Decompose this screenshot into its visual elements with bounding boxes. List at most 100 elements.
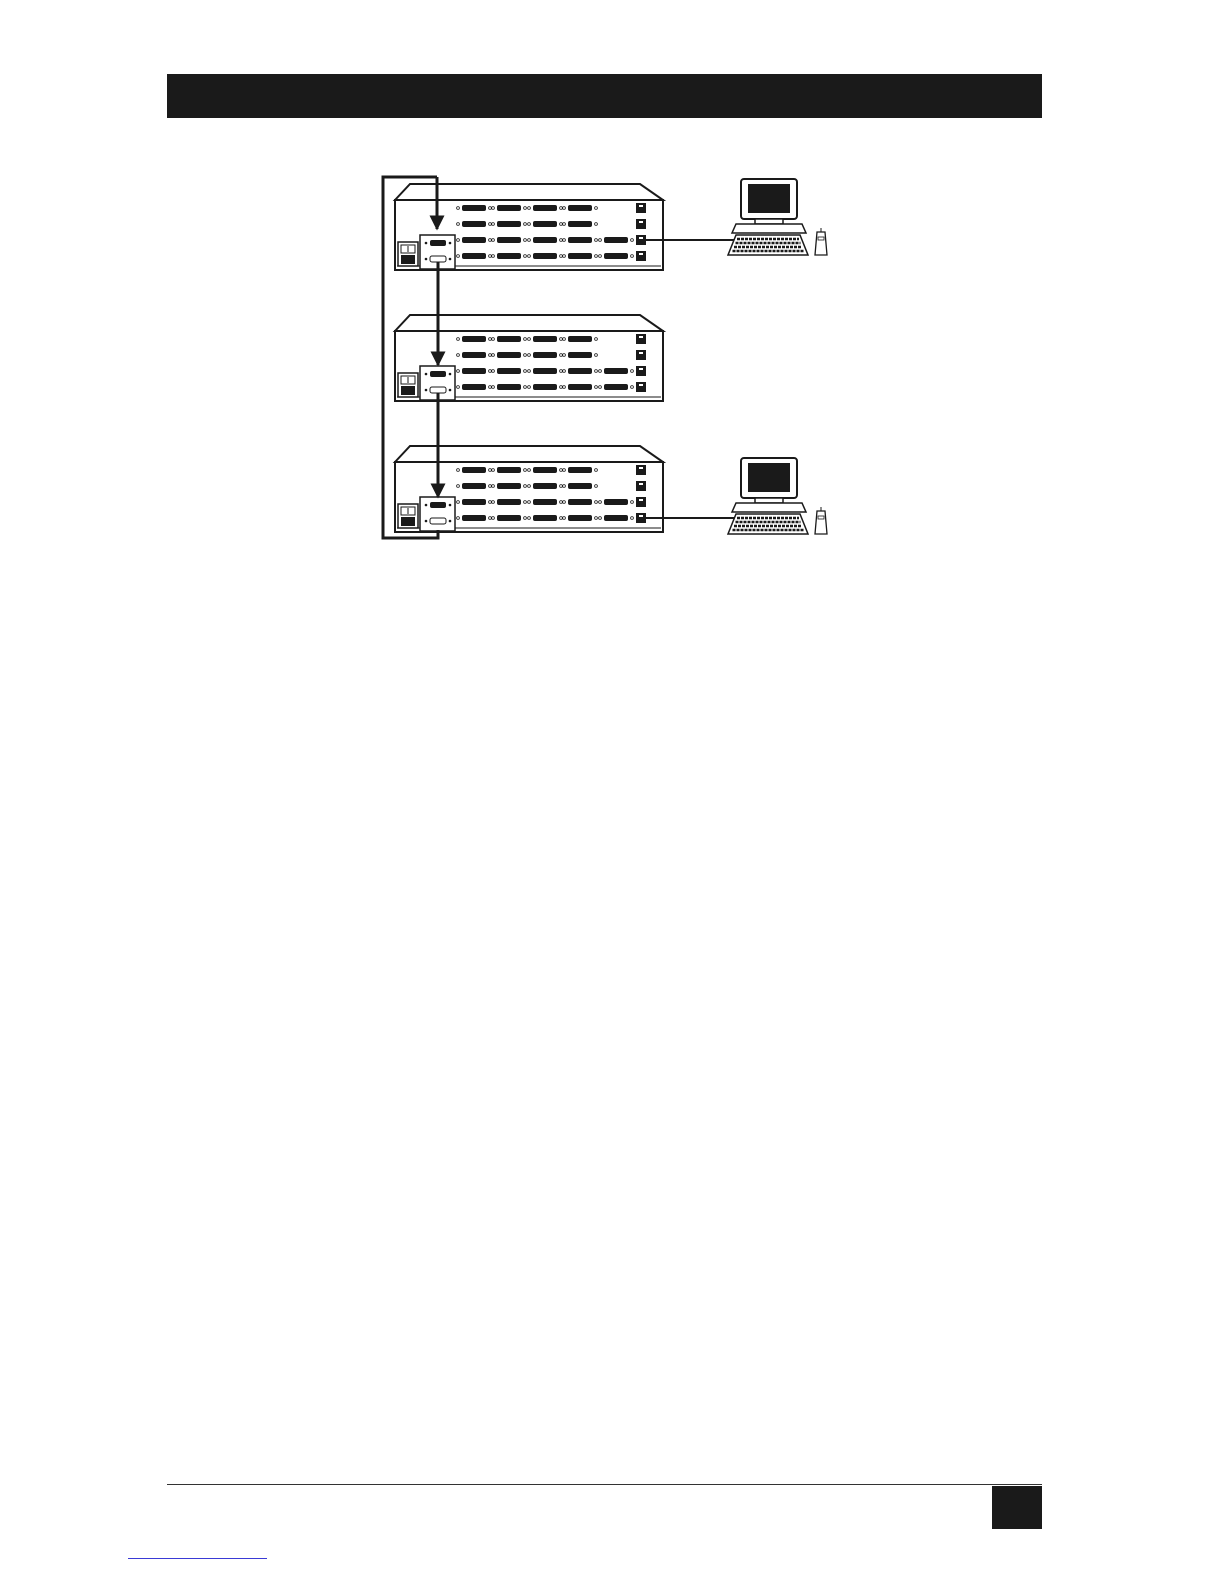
- db-connector-icon: [533, 336, 557, 342]
- db-connector-icon: [462, 336, 486, 342]
- db-connector-icon: [497, 368, 521, 374]
- rj-port-latch: [639, 352, 643, 354]
- db-connector-icon: [604, 499, 628, 505]
- mouse-icon: [815, 228, 827, 255]
- power-inlet-icon: [398, 504, 418, 528]
- screw-dot: [425, 389, 428, 392]
- db-connector-icon: [497, 384, 521, 390]
- db-connector-icon: [462, 483, 486, 489]
- screw-dot: [449, 504, 452, 507]
- switch-top: [395, 184, 663, 270]
- db-connector-icon: [568, 237, 592, 243]
- db-connector-icon: [497, 221, 521, 227]
- rj-port-icon: [636, 513, 646, 523]
- db-connector-icon: [462, 352, 486, 358]
- db-connector-icon: [462, 237, 486, 243]
- screw-dot: [449, 373, 452, 376]
- rj-port-icon: [636, 251, 646, 261]
- screw-dot: [449, 389, 452, 392]
- db-connector-icon: [568, 384, 592, 390]
- db-connector-icon: [462, 467, 486, 473]
- rj-port-icon: [636, 465, 646, 475]
- db-connector-icon: [533, 253, 557, 259]
- db-connector-icon: [497, 352, 521, 358]
- db-connector-icon: [568, 336, 592, 342]
- rj-port-latch: [639, 205, 643, 207]
- rj-port-latch: [639, 499, 643, 501]
- rj-port-icon: [636, 350, 646, 360]
- db-connector-icon: [497, 237, 521, 243]
- db-connector-icon: [533, 205, 557, 211]
- screw-dot: [449, 520, 452, 523]
- rj-port-latch: [639, 515, 643, 517]
- db-connector-icon: [462, 515, 486, 521]
- db-connector-icon: [462, 205, 486, 211]
- chassis-top-icon: [395, 315, 663, 331]
- cascade-in-connector-icon: [430, 240, 446, 246]
- db-connector-icon: [533, 483, 557, 489]
- db-connector-icon: [497, 467, 521, 473]
- db-connector-icon: [533, 499, 557, 505]
- screw-dot: [449, 258, 452, 261]
- db-connector-icon: [604, 515, 628, 521]
- rj-port-latch: [639, 336, 643, 338]
- db-connector-icon: [568, 352, 592, 358]
- db-connector-icon: [462, 221, 486, 227]
- db-connector-icon: [462, 253, 486, 259]
- rj-port-icon: [636, 382, 646, 392]
- chassis-top-icon: [395, 446, 663, 462]
- db-connector-icon: [568, 483, 592, 489]
- rj-port-icon: [636, 366, 646, 376]
- rj-port-icon: [636, 497, 646, 507]
- screw-dot: [425, 373, 428, 376]
- power-inlet-icon: [398, 242, 418, 266]
- footer-rule: [167, 1484, 1042, 1485]
- monitor-icon: [732, 179, 806, 233]
- rj-port-latch: [639, 237, 643, 239]
- rj-port-latch: [639, 384, 643, 386]
- switch-bottom: [395, 446, 663, 532]
- db-connector-icon: [568, 221, 592, 227]
- chassis-top-icon: [395, 184, 663, 200]
- db-connector-icon: [462, 384, 486, 390]
- rj-port-icon: [636, 203, 646, 213]
- rj-port-latch: [639, 253, 643, 255]
- rj-port-icon: [636, 334, 646, 344]
- rj-port-latch: [639, 368, 643, 370]
- db-connector-icon: [533, 384, 557, 390]
- db-connector-icon: [497, 205, 521, 211]
- mouse-icon: [815, 507, 827, 534]
- cascade-out-connector-icon: [430, 518, 446, 524]
- db-connector-icon: [497, 515, 521, 521]
- db-connector-icon: [533, 368, 557, 374]
- monitor-icon: [732, 458, 806, 512]
- page-number-box: [992, 1486, 1042, 1529]
- bottom-link-underline: [128, 1558, 267, 1559]
- power-inlet-icon: [398, 373, 418, 397]
- cascade-out-connector-icon: [430, 387, 446, 393]
- keyboard-icon: [728, 235, 808, 255]
- db-connector-icon: [604, 253, 628, 259]
- rj-port-icon: [636, 235, 646, 245]
- keyboard-icon: [728, 514, 808, 534]
- screw-dot: [425, 258, 428, 261]
- console-top: [728, 179, 827, 255]
- db-connector-icon: [604, 237, 628, 243]
- db-connector-icon: [568, 253, 592, 259]
- db-connector-icon: [568, 368, 592, 374]
- db-connector-icon: [533, 515, 557, 521]
- db-connector-icon: [604, 384, 628, 390]
- db-connector-icon: [497, 336, 521, 342]
- db-connector-icon: [533, 221, 557, 227]
- switch-middle: [395, 315, 663, 401]
- db-connector-icon: [533, 467, 557, 473]
- screw-dot: [425, 504, 428, 507]
- console-bottom: [728, 458, 827, 534]
- screw-dot: [425, 242, 428, 245]
- cascade-out-connector-icon: [430, 256, 446, 262]
- rj-port-icon: [636, 219, 646, 229]
- db-connector-icon: [497, 499, 521, 505]
- db-connector-icon: [533, 237, 557, 243]
- db-connector-icon: [497, 483, 521, 489]
